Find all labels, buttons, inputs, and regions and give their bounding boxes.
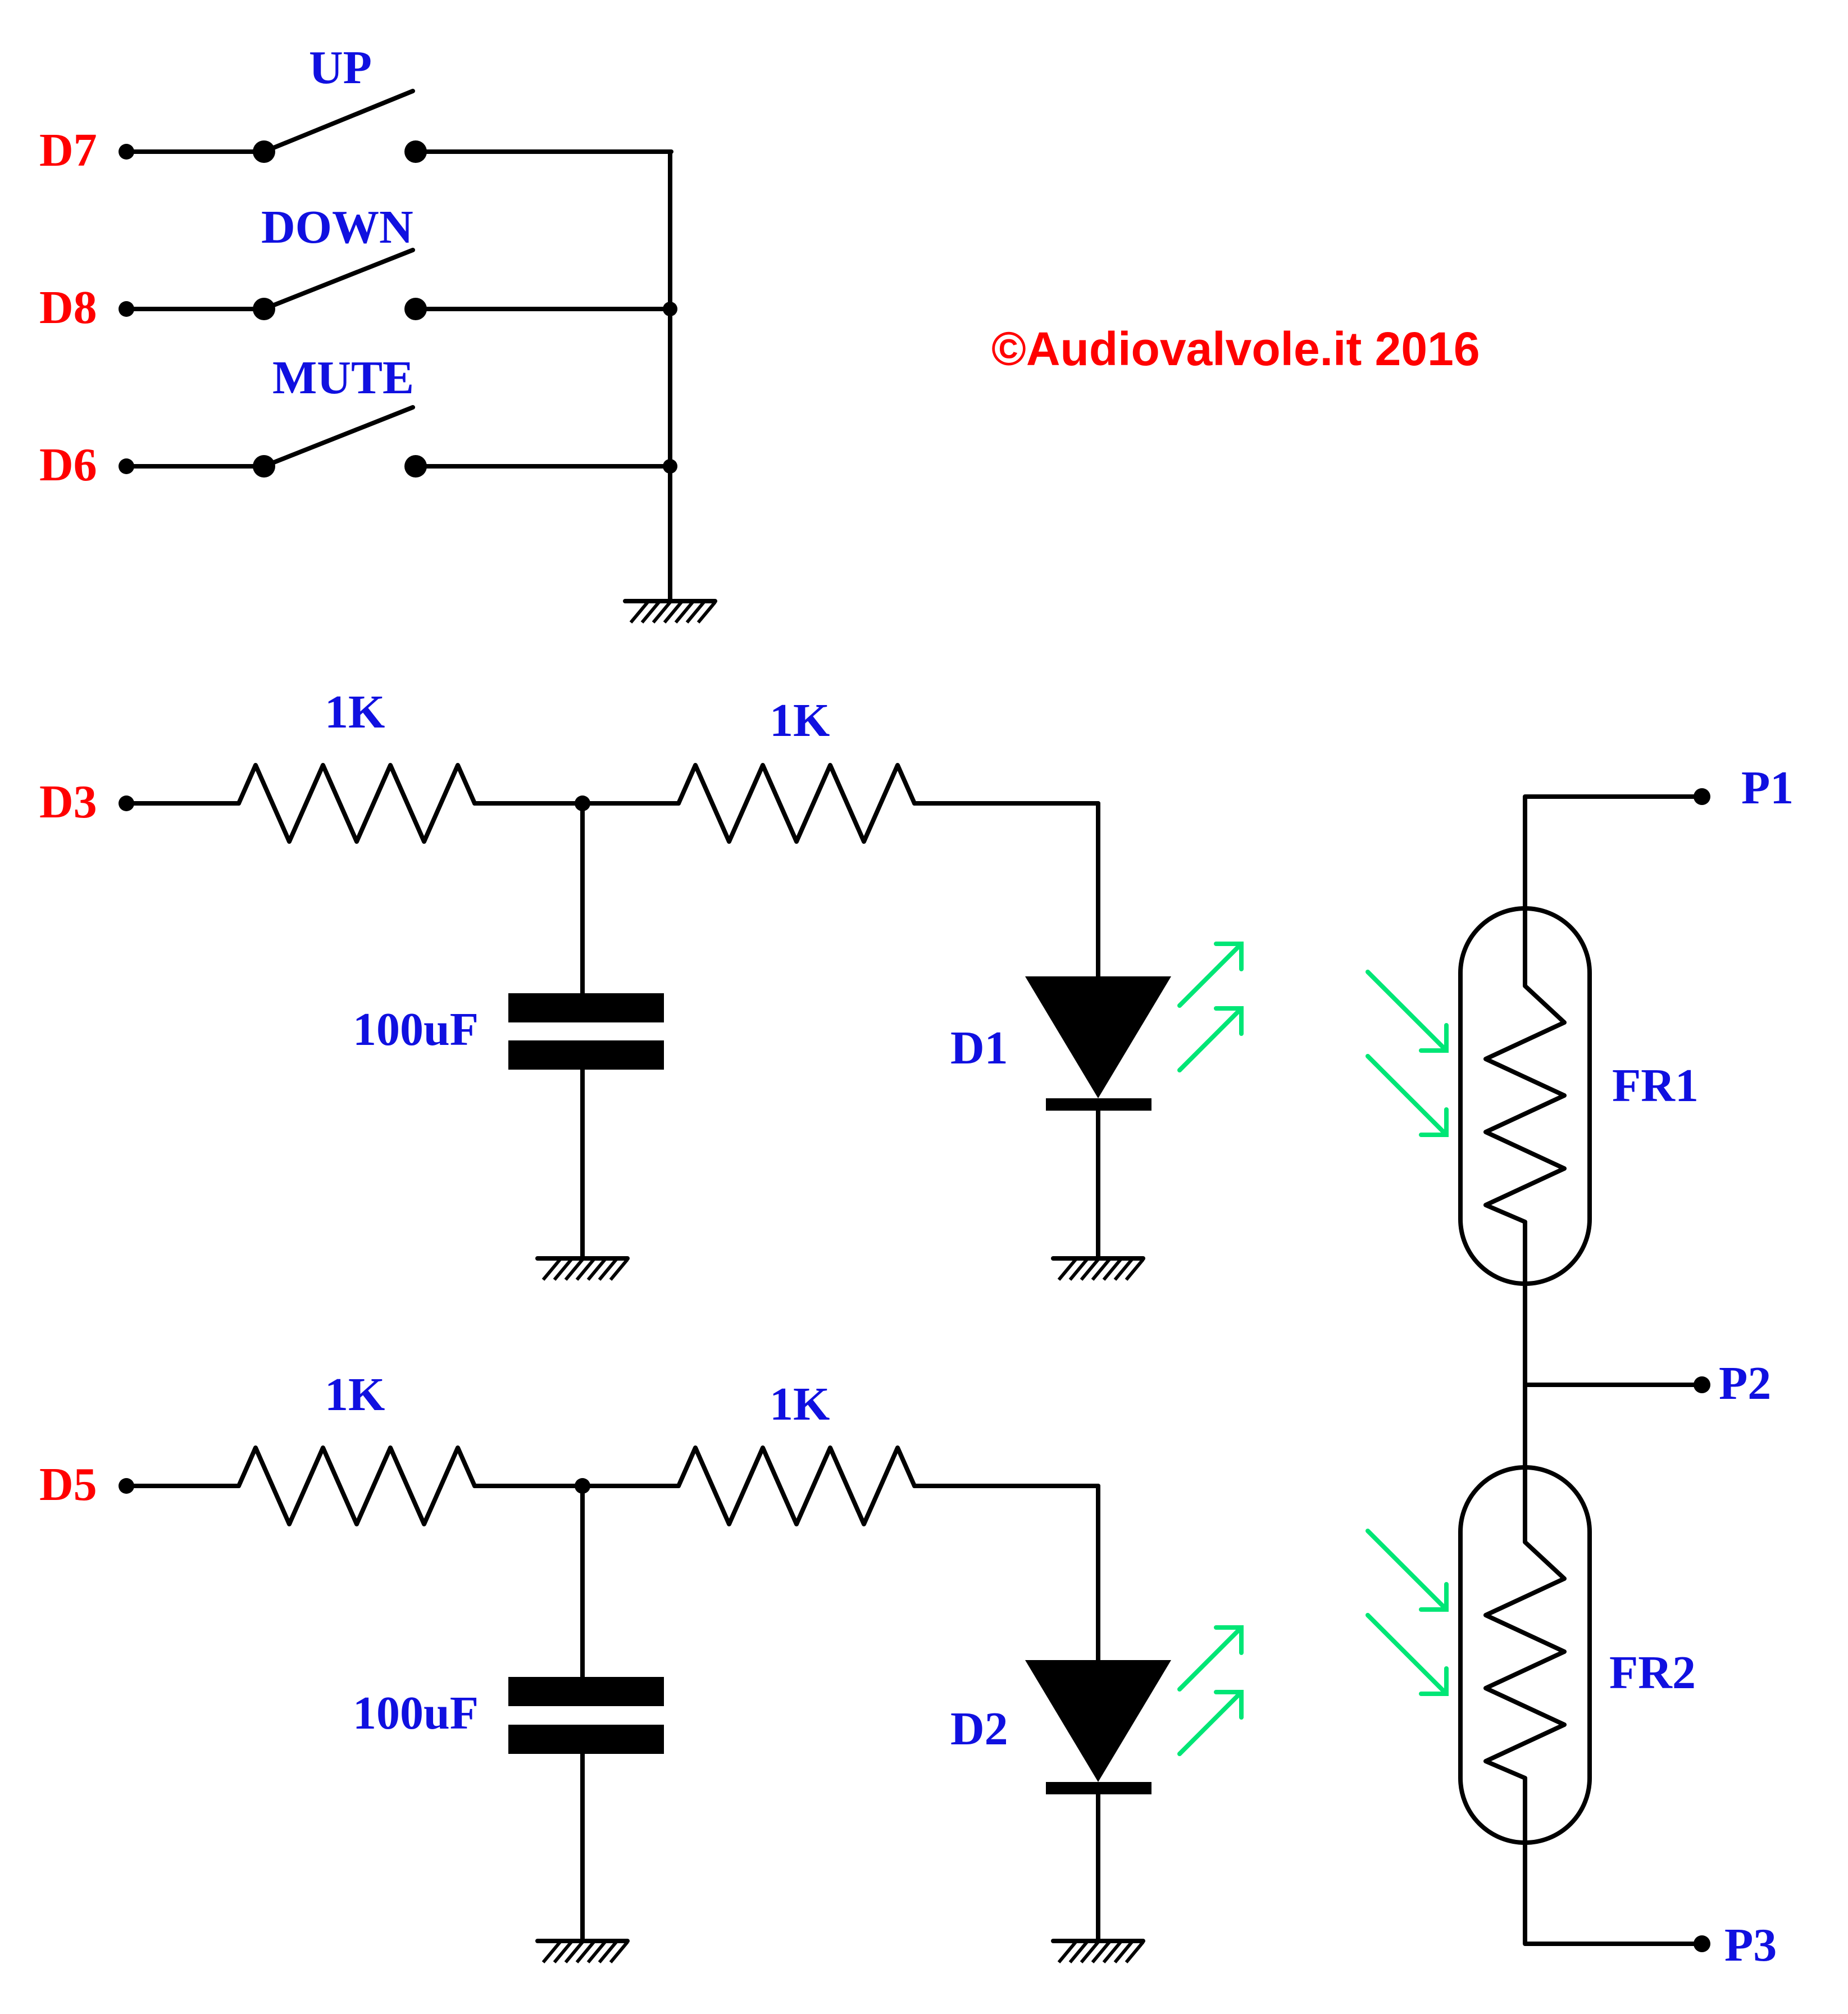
- photoresistor-label-fr2: FR2: [1609, 1647, 1696, 1699]
- resistor-r4: [676, 1445, 917, 1526]
- photoresistor-fr2: [1368, 1465, 1592, 1845]
- switch-down: [119, 248, 673, 320]
- output-label-p1: P1: [1741, 762, 1794, 814]
- resistor-label-1k: 1K: [325, 1369, 385, 1421]
- switch-mute: [119, 405, 673, 478]
- switch-mute-contact: [404, 455, 427, 478]
- copyright-notice: ©Audiovalvole.it 2016: [991, 322, 1480, 375]
- pin-label-d6: D6: [39, 439, 97, 491]
- switch-up: [119, 89, 671, 163]
- switch-down-contact: [404, 298, 427, 320]
- pin-label-d7: D7: [39, 124, 97, 176]
- capacitor-c2: [508, 1484, 664, 1962]
- output-terminal-p1: [1694, 788, 1710, 805]
- light-incident-arrow: [1368, 972, 1446, 1051]
- output-label-p3: P3: [1724, 1919, 1777, 1971]
- channel-1: [119, 763, 1241, 1280]
- resistor-r3: [236, 1445, 477, 1526]
- switch-common-bus: [625, 149, 715, 622]
- input-terminal-d5: [119, 1478, 134, 1494]
- capacitor-c1: [508, 801, 664, 1280]
- led-d2: [1025, 1484, 1241, 1962]
- led-label-d2: D2: [950, 1703, 1008, 1755]
- output-terminal-p2: [1694, 1376, 1710, 1393]
- channel-2: [119, 1445, 1241, 1962]
- ground-symbol: [1053, 1941, 1143, 1962]
- resistor-r1: [236, 763, 477, 844]
- junction-dot: [663, 459, 677, 474]
- light-emission-arrow: [1180, 1692, 1241, 1754]
- resistor-label-1k: 1K: [770, 694, 830, 747]
- switch-down-contact: [253, 298, 275, 320]
- switch-up-contact: [253, 140, 275, 163]
- led-d1: [1025, 801, 1241, 1280]
- light-emission-arrow: [1180, 944, 1241, 1006]
- light-emission-arrow: [1180, 1627, 1241, 1689]
- capacitor-label-100uf: 100uF: [353, 1003, 479, 1056]
- ground-symbol: [1053, 1258, 1143, 1280]
- switch-down-input-terminal: [119, 301, 134, 317]
- ground-symbol: [538, 1941, 627, 1962]
- pin-label-d3: D3: [39, 776, 97, 828]
- light-incident-arrow: [1368, 1615, 1446, 1694]
- junction-dot: [663, 302, 677, 316]
- output-wiring: [1523, 788, 1710, 1952]
- light-emission-arrow: [1180, 1008, 1241, 1070]
- switch-up-input-terminal: [119, 144, 134, 160]
- led-label-d1: D1: [950, 1022, 1008, 1074]
- photoresistor-label-fr1: FR1: [1612, 1060, 1699, 1112]
- light-incident-arrow: [1368, 1531, 1446, 1610]
- output-label-p2: P2: [1719, 1357, 1771, 1410]
- resistor-r2: [676, 763, 917, 844]
- output-terminal-p3: [1694, 1935, 1710, 1952]
- input-terminal-d3: [119, 795, 134, 811]
- switch-mute-contact: [253, 455, 275, 478]
- pin-label-d8: D8: [39, 281, 97, 334]
- ground-symbol: [625, 601, 715, 622]
- switch-up-contact: [404, 140, 427, 163]
- pin-label-d5: D5: [39, 1458, 97, 1511]
- switch-label-mute: MUTE: [272, 352, 414, 404]
- photoresistor-fr1: [1368, 906, 1592, 1286]
- resistor-label-1k: 1K: [770, 1378, 830, 1430]
- switch-label-down: DOWN: [261, 201, 413, 253]
- light-incident-arrow: [1368, 1056, 1446, 1135]
- capacitor-label-100uf: 100uF: [353, 1687, 479, 1739]
- resistor-label-1k: 1K: [325, 686, 385, 738]
- switch-mute-input-terminal: [119, 458, 134, 474]
- switch-label-up: UP: [309, 42, 372, 94]
- ground-symbol: [538, 1258, 627, 1280]
